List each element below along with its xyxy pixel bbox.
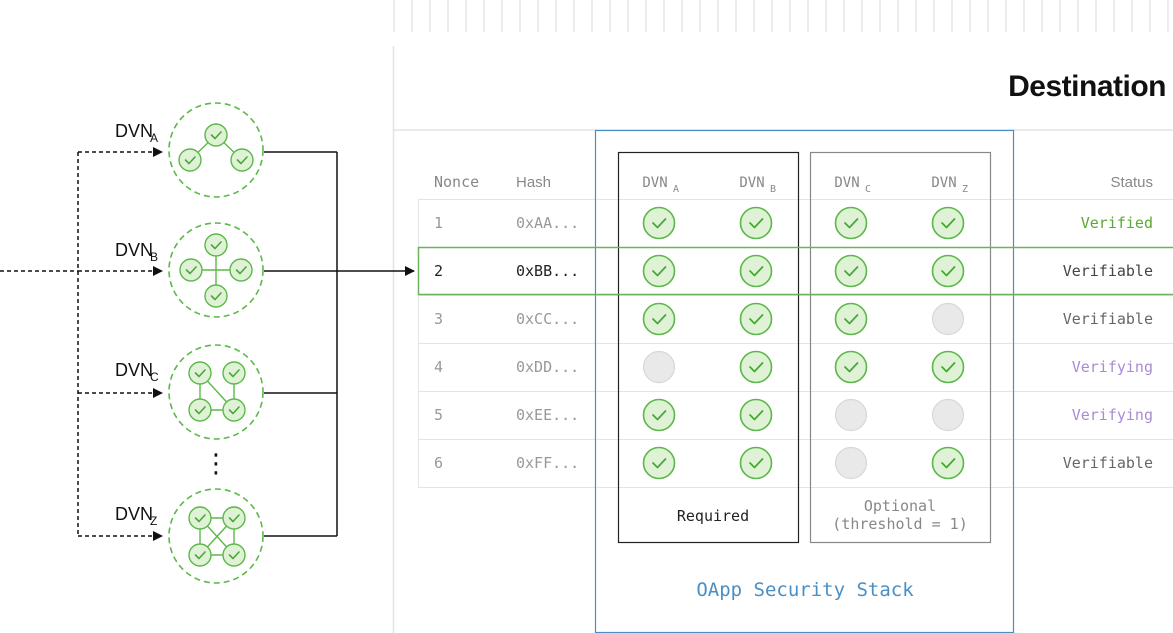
verified-check-icon — [642, 302, 676, 336]
column-header-dvn-z: DVN — [931, 175, 956, 191]
dvn-c-label: DVN — [115, 360, 153, 380]
pending-empty-icon — [834, 398, 868, 432]
table-row: 4 0xDD... Verifying — [434, 350, 1153, 384]
row-status: Verifiable — [1063, 262, 1153, 280]
table-header: Nonce Hash Status DVN A DVN B DVN C DVN Z — [434, 173, 1153, 195]
dvn-z-node: DVN Z — [115, 488, 264, 584]
column-header-sub-a: A — [673, 184, 679, 195]
verified-check-icon — [739, 350, 773, 384]
row-hash: 0xBB... — [516, 262, 579, 280]
top-ruler — [393, 0, 1169, 32]
verified-check-icon — [739, 446, 773, 480]
dvn-b-node: DVN B — [115, 222, 264, 318]
destination-panel: Destination — [392, 0, 1173, 633]
verified-check-icon — [739, 398, 773, 432]
verified-check-icon — [642, 446, 676, 480]
optional-threshold-label: (threshold = 1) — [832, 515, 967, 533]
row-hash: 0xFF... — [516, 454, 579, 472]
column-header-dvn-a: DVN — [642, 175, 667, 191]
nonce-header: Nonce — [434, 173, 479, 191]
row-status: Verifying — [1072, 358, 1153, 376]
column-header-sub-b: B — [770, 184, 776, 195]
verified-check-icon — [834, 302, 868, 336]
column-header-dvn-b: DVN — [739, 175, 764, 191]
dvn-b-sub: B — [150, 250, 158, 264]
verified-check-icon — [834, 350, 868, 384]
pending-empty-icon — [931, 302, 965, 336]
column-header-sub-c: C — [865, 184, 871, 195]
verified-check-icon — [931, 446, 965, 480]
verified-check-icon — [834, 254, 868, 288]
column-header-dvn-c: DVN — [834, 175, 859, 191]
dvn-network: DVN A DVN B DVN — [0, 102, 415, 584]
optional-group-box — [809, 151, 992, 544]
dvn-z-label: DVN — [115, 504, 153, 524]
dvn-a-sub: A — [150, 131, 158, 145]
row-nonce: 2 — [434, 262, 443, 280]
row-nonce: 5 — [434, 406, 443, 424]
pending-empty-icon — [642, 350, 676, 384]
table-row: 3 0xCC... Verifiable — [434, 302, 1153, 336]
optional-label: Optional — [864, 497, 936, 515]
table-row: 5 0xEE... Verifying — [434, 398, 1153, 432]
required-group-box — [617, 151, 800, 544]
column-header-sub-z: Z — [962, 184, 968, 195]
verified-check-icon — [739, 302, 773, 336]
verified-check-icon — [931, 350, 965, 384]
ellipsis: ⋮ — [203, 449, 229, 479]
row-hash: 0xEE... — [516, 406, 579, 424]
row-status: Verifying — [1072, 406, 1153, 424]
verified-check-icon — [931, 206, 965, 240]
verified-check-icon — [739, 206, 773, 240]
row-hash: 0xAA... — [516, 214, 579, 232]
status-header: Status — [1110, 174, 1153, 191]
hash-header: Hash — [516, 174, 551, 191]
solid-outputs — [264, 151, 415, 537]
dvn-b-label: DVN — [115, 240, 153, 260]
row-status: Verified — [1081, 214, 1153, 232]
verified-check-icon — [931, 254, 965, 288]
verified-check-icon — [642, 206, 676, 240]
row-nonce: 6 — [434, 454, 443, 472]
dashed-inputs — [0, 147, 163, 541]
pending-empty-icon — [931, 398, 965, 432]
verified-check-icon — [642, 398, 676, 432]
row-nonce: 1 — [434, 214, 443, 232]
table-row: 6 0xFF... Verifiable — [434, 446, 1153, 480]
highlighted-row — [417, 246, 1173, 296]
dvn-a-node: DVN A — [115, 102, 264, 198]
security-stack-row-lines — [596, 199, 1013, 488]
row-hash: 0xDD... — [516, 358, 579, 376]
row-status: Verifiable — [1063, 310, 1153, 328]
destination-title: Destination — [1008, 70, 1166, 103]
dvn-a-label: DVN — [115, 121, 153, 141]
dvn-c-node: DVN C — [115, 344, 264, 440]
row-nonce: 3 — [434, 310, 443, 328]
verified-check-icon — [834, 206, 868, 240]
dvn-z-sub: Z — [150, 514, 157, 528]
row-nonce: 4 — [434, 358, 443, 376]
verified-check-icon — [739, 254, 773, 288]
row-hash: 0xCC... — [516, 310, 579, 328]
table-row: 2 0xBB... Verifiable — [434, 254, 1153, 288]
row-status: Verifiable — [1063, 454, 1153, 472]
security-stack-label: OApp Security Stack — [696, 579, 914, 601]
verified-check-icon — [642, 254, 676, 288]
pending-empty-icon — [834, 446, 868, 480]
dvn-c-sub: C — [150, 370, 159, 384]
table-row: 1 0xAA... Verified — [434, 206, 1153, 240]
required-label: Required — [677, 507, 749, 525]
